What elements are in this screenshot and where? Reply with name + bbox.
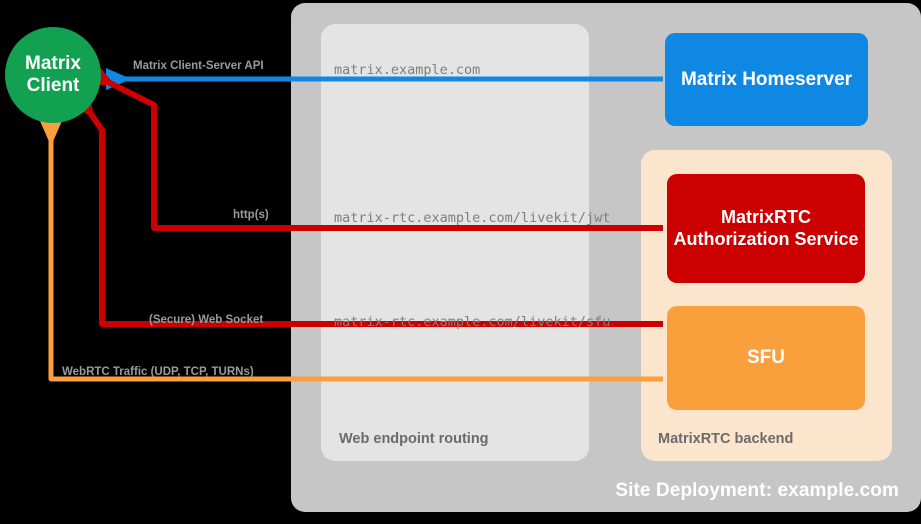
- endpoint-url-matrix: matrix.example.com: [334, 62, 481, 78]
- node-matrixrtc-authorization-service[interactable]: MatrixRTC Authorization Service: [667, 174, 865, 283]
- web-endpoint-routing-container: Web endpoint routing: [321, 24, 589, 461]
- node-matrix-client[interactable]: Matrix Client: [5, 27, 101, 123]
- node-matrix-homeserver[interactable]: Matrix Homeserver: [665, 33, 868, 126]
- edge-label-http: http(s): [233, 209, 269, 221]
- matrixrtc-authorization-service-label: MatrixRTC Authorization Service: [673, 206, 859, 249]
- matrix-client-label-line2: Client: [26, 75, 80, 96]
- matrix-client-label-line1: Matrix: [25, 52, 81, 74]
- edge-label-webrtc: WebRTC Traffic (UDP, TCP, TURNs): [62, 366, 254, 378]
- matrixrtc-backend-label: MatrixRTC backend: [658, 431, 794, 447]
- web-endpoint-routing-label: Web endpoint routing: [339, 431, 489, 447]
- endpoint-url-livekit-jwt: matrix-rtc.example.com/livekit/jwt: [334, 210, 611, 226]
- site-deployment-label: Site Deployment: example.com: [615, 480, 899, 501]
- node-sfu[interactable]: SFU: [667, 306, 865, 410]
- matrix-homeserver-label: Matrix Homeserver: [680, 68, 853, 90]
- edge-label-client-server-api: Matrix Client-Server API: [133, 60, 264, 72]
- endpoint-url-livekit-sfu: matrix-rtc.example.com/livekit/sfu: [334, 314, 611, 330]
- edge-label-websocket: (Secure) Web Socket: [149, 314, 264, 326]
- sfu-label: SFU: [747, 347, 785, 369]
